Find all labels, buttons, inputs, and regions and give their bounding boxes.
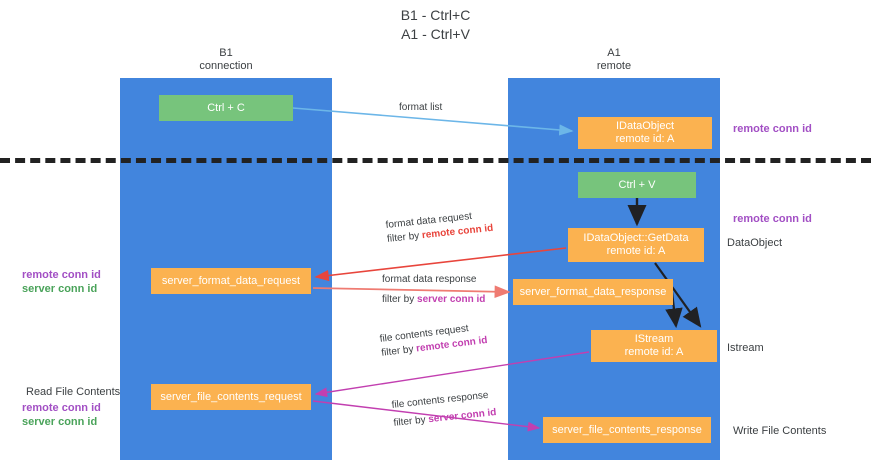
arrow-label-format-data-response: format data response filter by server co… [382, 273, 485, 307]
arrow-label-format-data-response-line1: format data response [382, 274, 477, 285]
arrow-label-file-contents-request: file contents request filter by remote c… [379, 320, 488, 361]
swimlane-b1-title-line1: B1 [219, 47, 233, 59]
diagram-title-line1: B1 - Ctrl+C [400, 7, 471, 23]
node-istream-sub: remote id: A [624, 346, 684, 358]
node-ctrl-v-label: Ctrl + V [618, 178, 656, 191]
diagram-title: B1 - Ctrl+C A1 - Ctrl+V [0, 6, 871, 44]
label-right-remote-conn-id-mid: remote conn id [733, 213, 812, 225]
label-left-read-file-contents: Read File Contents [26, 386, 121, 398]
arrow-label-format-list: format list [399, 101, 442, 115]
swimlane-b1-title: B1 connection [120, 47, 332, 73]
node-server-file-contents-request[interactable]: server_file_contents_request [151, 384, 311, 410]
node-idataobject-label: IDataObject [615, 120, 675, 132]
swimlane-a1-title: A1 remote [508, 47, 720, 73]
node-server-file-contents-response[interactable]: server_file_contents_response [543, 417, 711, 443]
arrow-label-file-contents-response: file contents response filter by server … [391, 388, 497, 431]
node-ctrl-c-label: Ctrl + C [207, 101, 245, 114]
node-server-format-data-request[interactable]: server_format_data_request [151, 268, 311, 294]
node-server-format-data-request-label: server_format_data_request [161, 274, 301, 287]
node-ctrl-v[interactable]: Ctrl + V [578, 172, 696, 198]
node-server-format-data-response-label: server_format_data_response [519, 285, 667, 298]
node-idataobject-getdata[interactable]: IDataObject::GetData remote id: A [568, 228, 704, 262]
swimlane-a1-title-line2: remote [596, 60, 632, 72]
label-left-remote-conn-id-top: remote conn id [22, 269, 101, 281]
node-server-format-data-response[interactable]: server_format_data_response [513, 279, 673, 305]
arrow-label-format-data-request: format data request filter by remote con… [385, 208, 494, 247]
filter-prefix: filter by [386, 230, 423, 245]
swimlane-a1-title-line1: A1 [607, 47, 621, 59]
node-idataobject[interactable]: IDataObject remote id: A [578, 117, 712, 149]
arrow-label-format-data-response-filter: filter by server conn id [382, 293, 485, 307]
node-istream[interactable]: IStream remote id: A [591, 330, 717, 362]
label-left-remote-conn-id-bottom: remote conn id [22, 402, 101, 414]
filter-prefix: filter by [392, 414, 429, 429]
label-left-conn-ids-bottom: remote conn id server conn id [22, 401, 101, 429]
arrow-label-format-list-text: format list [399, 102, 443, 113]
label-left-server-conn-id-top: server conn id [22, 283, 98, 295]
filter-prefix: filter by [380, 343, 417, 359]
label-left-server-conn-id-bottom: server conn id [22, 416, 98, 428]
node-idataobject-getdata-label: IDataObject::GetData [583, 232, 689, 244]
label-right-dataobject: DataObject [727, 237, 783, 249]
filter-prefix: filter by [382, 294, 418, 305]
node-server-file-contents-request-label: server_file_contents_request [160, 390, 302, 403]
node-ctrl-c[interactable]: Ctrl + C [159, 95, 293, 121]
node-idataobject-sub: remote id: A [615, 133, 675, 145]
phase-separator-dashed-line [0, 158, 871, 163]
label-left-conn-ids-top: remote conn id server conn id [22, 268, 101, 296]
node-istream-label: IStream [634, 333, 674, 345]
label-right-remote-conn-id-top: remote conn id [733, 123, 812, 135]
filter-key-server-conn-id: server conn id [427, 407, 497, 426]
label-right-write-file-contents: Write File Contents [733, 425, 827, 437]
diagram-title-line2: A1 - Ctrl+V [401, 26, 470, 42]
node-server-file-contents-response-label: server_file_contents_response [552, 423, 702, 436]
filter-key-server-conn-id: server conn id [417, 294, 486, 305]
label-right-istream: Istream [727, 342, 764, 354]
swimlane-b1-title-line2: connection [199, 60, 253, 72]
node-idataobject-getdata-sub: remote id: A [606, 245, 666, 257]
